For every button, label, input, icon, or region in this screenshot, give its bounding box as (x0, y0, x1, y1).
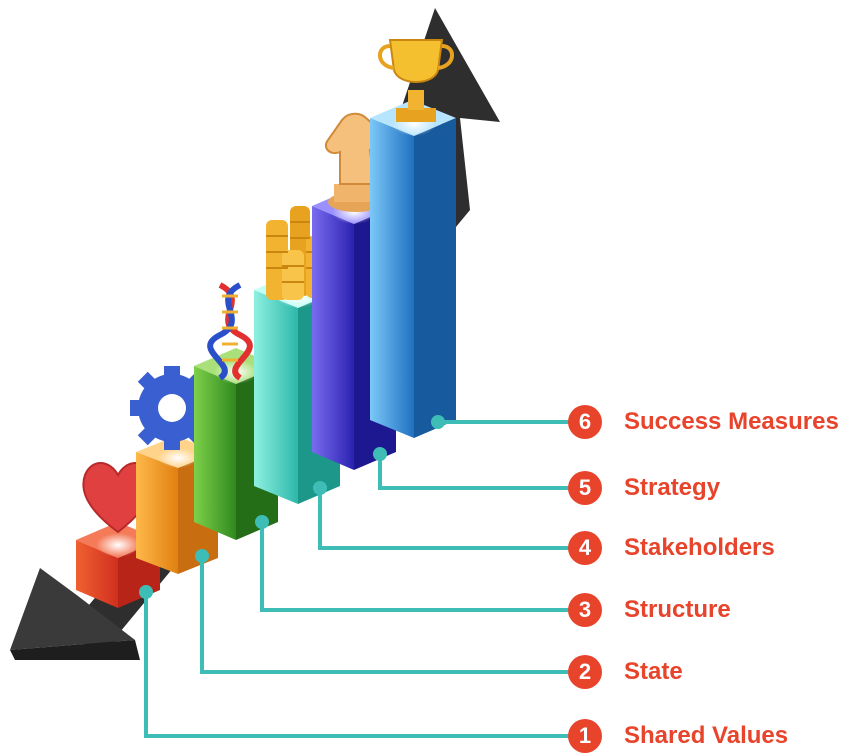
step-number-badge: 6 (568, 405, 602, 439)
legend-item-1: 1 Shared Values (568, 718, 788, 754)
connector-1 (144, 592, 570, 738)
connector-4 (318, 488, 570, 550)
step-label: Shared Values (624, 722, 789, 749)
step-label: Success Measures (624, 408, 839, 435)
step-number-badge: 4 (568, 531, 602, 565)
gear-icon (130, 366, 214, 450)
connector-5 (378, 454, 570, 490)
legend-item-5: 5 Strategy (568, 470, 720, 506)
legend-item-3: 3 Structure (568, 592, 731, 628)
dna-icon (207, 282, 253, 381)
legend-item-2: 2 State (568, 654, 683, 690)
arrow-head-bottom (10, 568, 135, 650)
step-number-badge: 5 (568, 471, 602, 505)
step-label: Strategy (624, 474, 721, 501)
bar-6 (370, 100, 456, 438)
step-label: State (624, 658, 683, 685)
step-number-badge: 2 (568, 655, 602, 689)
step-label: Structure (624, 596, 731, 623)
step-number-badge: 3 (568, 593, 602, 627)
step-number-badge: 1 (568, 719, 602, 753)
connector-lines (144, 420, 570, 738)
step-label: Stakeholders (624, 534, 775, 561)
connector-3 (260, 522, 570, 612)
trophy-icon (378, 39, 454, 122)
connector-2 (200, 556, 570, 674)
connector-dots (139, 415, 445, 599)
legend-item-4: 4 Stakeholders (568, 530, 775, 566)
legend-item-6: 6 Success Measures (568, 404, 839, 440)
